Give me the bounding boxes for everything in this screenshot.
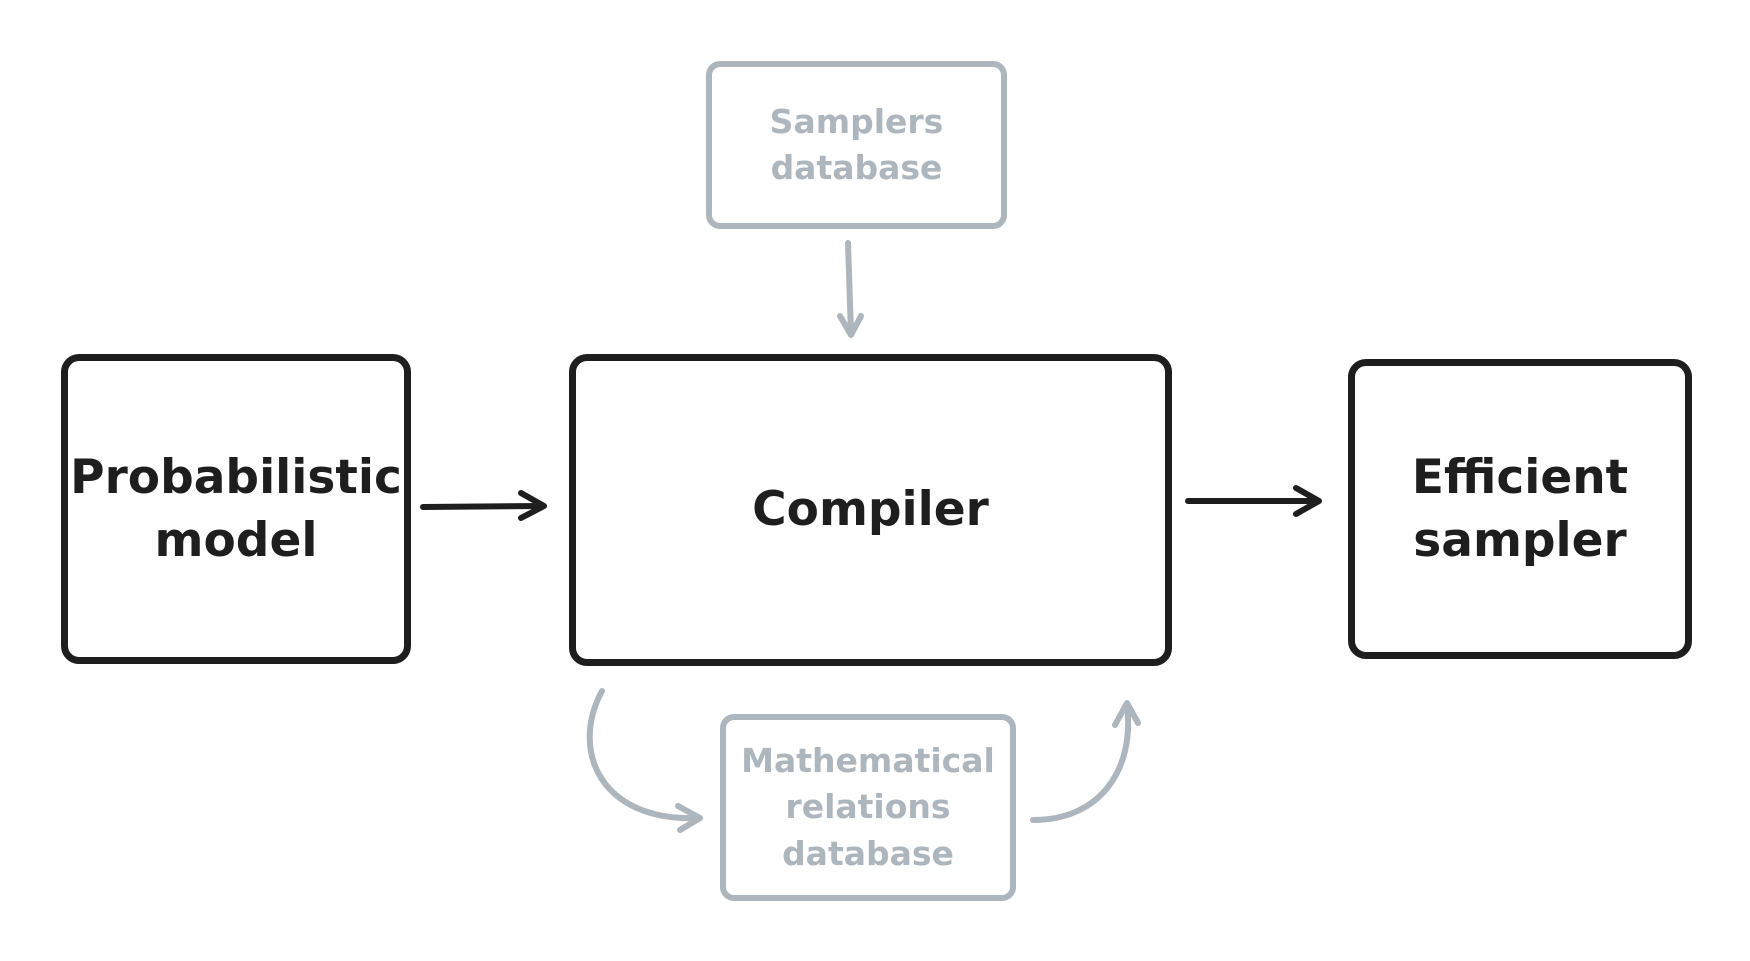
arrow-relations-to-compiler [1030,700,1141,823]
mathematical-relations-database-box: Mathematical relations database [720,714,1016,901]
compiler-label: Compiler [752,482,989,538]
probabilistic-model-label: Probabilistic model [70,449,402,568]
efficient-sampler-box: Efficient sampler [1348,359,1692,659]
efficient-sampler-label: Efficient sampler [1411,449,1629,568]
samplers-database-label: Samplers database [769,101,944,187]
arrow-compiler-to-relations [586,688,703,833]
probabilistic-model-box: Probabilistic model [61,354,411,664]
samplers-database-box: Samplers database [706,61,1007,229]
arrow-samplers-to-compiler [837,240,864,338]
arrow-model-to-compiler [420,490,547,521]
compiler-box: Compiler [569,354,1172,666]
mathematical-relations-database-label: Mathematical relations database [741,741,995,873]
arrow-compiler-to-sampler [1185,485,1322,517]
